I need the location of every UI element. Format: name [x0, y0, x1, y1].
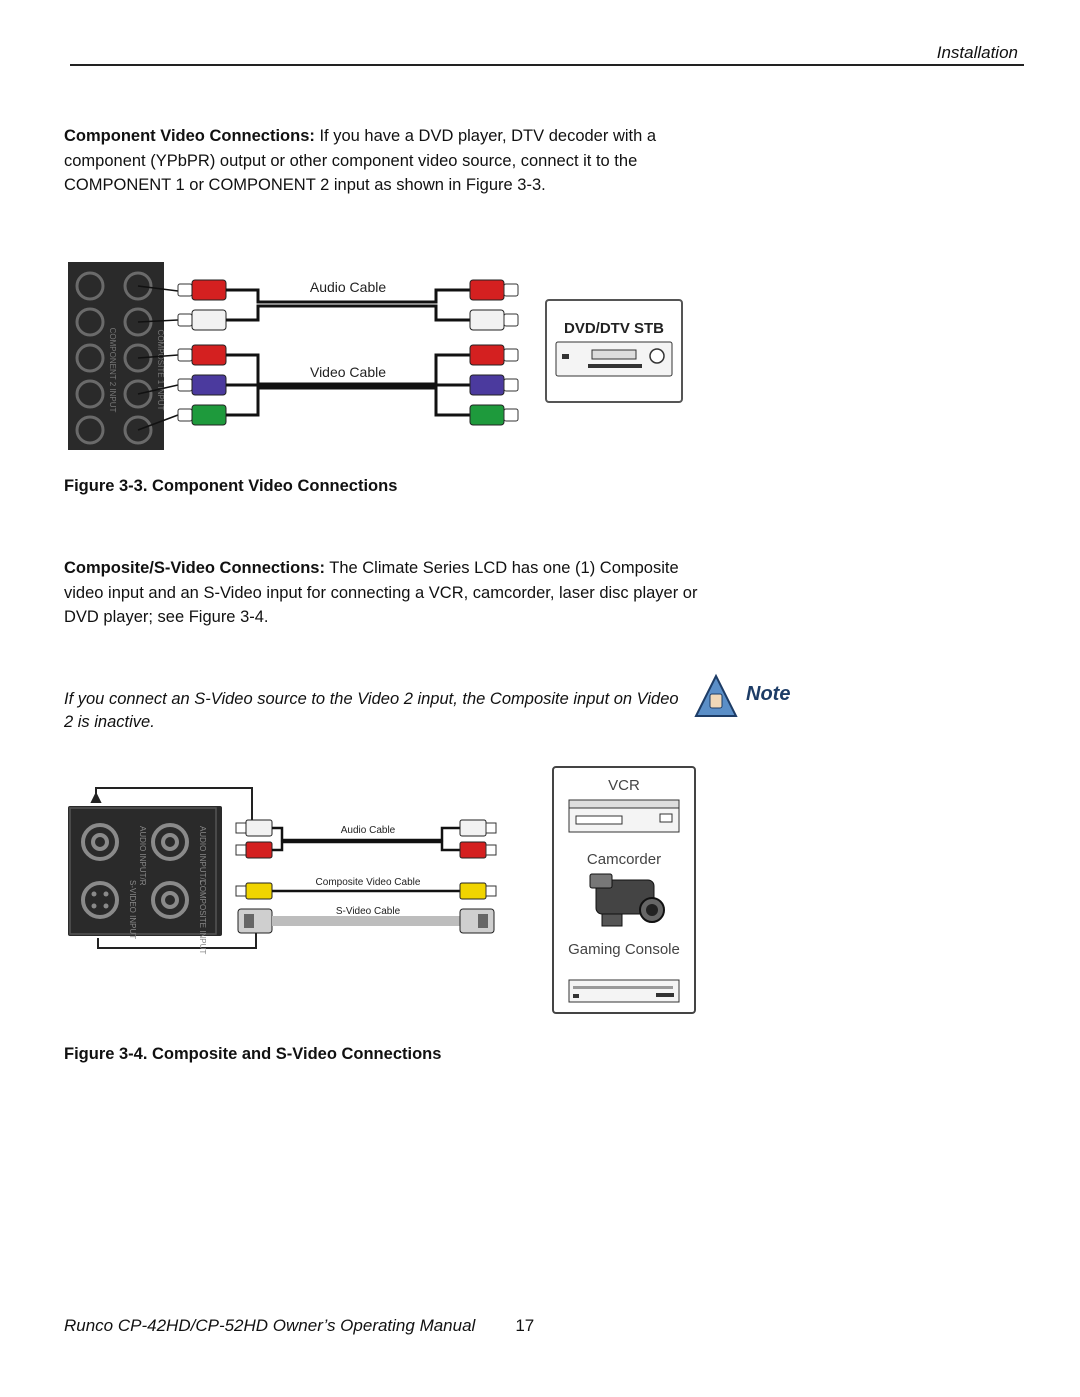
figure-3-4-caption: Figure 3-4. Composite and S-Video Connec… [64, 1045, 442, 1063]
right-plug-blue-pb [469, 374, 519, 396]
svideo-cable-label: S-Video Cable [336, 906, 401, 917]
right-plug-red-pr [469, 344, 519, 366]
video-cable-label: Video Cable [310, 364, 386, 380]
footer: Runco CP-42HD/CP-52HD Owner’s Operating … [64, 1316, 534, 1336]
dvd-dtv-stb-label: DVD/DTV STB [564, 320, 664, 337]
source-devices-box: VCR Camcorder Gaming Console [552, 766, 696, 1014]
component-body: If you have a DVD player, DTV decoder wi… [64, 127, 657, 194]
composite-heading: Composite/S-Video Connections: [64, 559, 325, 577]
left-plug-red-audio [177, 279, 227, 301]
dvd-dtv-stb-device: DVD/DTV STB [545, 299, 683, 403]
camcorder-label: Camcorder [587, 851, 661, 868]
right-plug-red-audio [469, 279, 519, 301]
left-plug-red-pr [177, 344, 227, 366]
panel-label-audio-r: AUDIO INPUT/R [138, 826, 147, 886]
footer-manual-title: Runco CP-42HD/CP-52HD Owner’s Operating … [64, 1316, 476, 1335]
audio-cable-label: Audio Cable [310, 279, 386, 295]
right-plug-red-audio [459, 841, 497, 859]
right-plug-yellow-composite [459, 882, 497, 900]
component-paragraph: Component Video Connections: If you have… [64, 124, 714, 198]
right-plug-green-y [469, 404, 519, 426]
note-text: If you connect an S-Video source to the … [64, 690, 679, 731]
note-label: Note [746, 683, 790, 705]
left-plug-svideo [237, 908, 273, 934]
composite-cable-label: Composite Video Cable [316, 877, 421, 888]
left-plug-white-audio [177, 309, 227, 331]
audio-cable-label: Audio Cable [341, 825, 396, 836]
left-plug-white-audio [235, 819, 273, 837]
figure-3-4-diagram: AUDIO INPUT/L AUDIO INPUT/R S-VIDEO INPU… [68, 766, 696, 1014]
panel-label-composite1: COMPOSITE 1 INPUT [156, 330, 165, 411]
page-number: 17 [515, 1316, 535, 1335]
note-badge: Note [694, 673, 790, 717]
left-plug-red-audio [235, 841, 273, 859]
gaming-console-icon [568, 979, 680, 1003]
right-plug-white-audio [469, 309, 519, 331]
composite-paragraph: Composite/S-Video Connections: The Clima… [64, 556, 714, 630]
panel-label-composite: COMPOSITE INPUT [198, 880, 207, 954]
figure-3-3-diagram: COMPONENT 2 INPUT COMPOSITE 1 INPUT Audi… [68, 262, 683, 450]
figure-3-3-caption: Figure 3-3. Component Video Connections [64, 477, 398, 495]
left-plug-yellow-composite [235, 882, 273, 900]
panel-label-audio-l: AUDIO INPUT/L [198, 826, 207, 885]
header-rule [70, 64, 1024, 66]
composite-body: The Climate Series LCD has one (1) Compo… [64, 559, 698, 626]
gaming-console-label: Gaming Console [568, 941, 680, 958]
right-plug-white-audio [459, 819, 497, 837]
left-plug-green-y [177, 404, 227, 426]
component-heading: Component Video Connections: [64, 127, 315, 145]
panel-label-component2: COMPONENT 2 INPUT [108, 328, 117, 413]
right-plug-svideo [459, 908, 495, 934]
vcr-label: VCR [608, 777, 640, 794]
camcorder-icon [589, 873, 665, 927]
running-header: Installation [936, 43, 1018, 62]
panel-label-svideo: S-VIDEO INPUT [128, 880, 137, 939]
left-plug-blue-pb [177, 374, 227, 396]
vcr-icon [568, 799, 680, 833]
